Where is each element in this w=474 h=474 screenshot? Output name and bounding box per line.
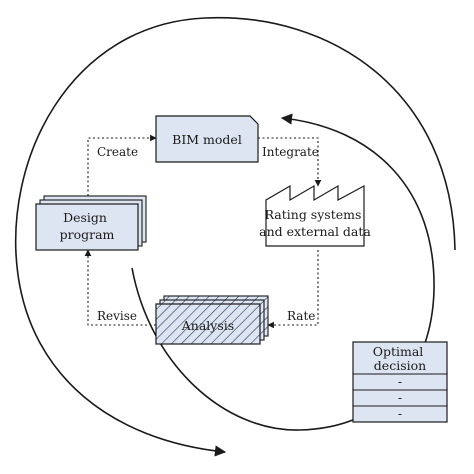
svg-text:Rating systems and exter: Rating systems and external data	[259, 207, 371, 239]
decision-row-2: -	[398, 390, 402, 405]
decision-row-3: -	[398, 406, 402, 421]
revise-connector	[84, 249, 156, 326]
rate-label: Rate	[287, 309, 315, 323]
decision-row-1: -	[398, 374, 402, 389]
rating-label-line1: Rating systems	[265, 207, 362, 222]
dotted-connectors	[84, 134, 322, 329]
rate-connector	[267, 250, 319, 329]
svg-text:Optimal decision: Optimal decision	[373, 344, 428, 373]
rating-label-line2: and external data	[259, 224, 371, 239]
bim-model-node: BIM model	[155, 115, 259, 163]
rating-systems-node: Rating systems and external data	[259, 184, 371, 247]
bim-model-label: BIM model	[172, 132, 242, 147]
create-label: Create	[97, 145, 138, 159]
integrate-connector	[258, 137, 322, 187]
outer-cycle-arc	[14, 16, 456, 457]
analysis-node: Analysis	[155, 295, 269, 345]
optimal-decision-table: Optimal decision - - -	[352, 341, 448, 423]
revise-label: Revise	[97, 309, 137, 323]
design-program-label-line2: program	[60, 227, 115, 242]
design-program-node: Design program	[35, 195, 147, 251]
analysis-label: Analysis	[181, 318, 234, 333]
svg-text:Design program: Design program	[60, 210, 115, 242]
create-connector	[87, 134, 157, 196]
integrate-label: Integrate	[262, 145, 319, 159]
design-program-label-line1: Design	[63, 210, 107, 225]
decision-header-line2: decision	[374, 358, 426, 373]
decision-header-line1: Optimal	[373, 344, 424, 359]
